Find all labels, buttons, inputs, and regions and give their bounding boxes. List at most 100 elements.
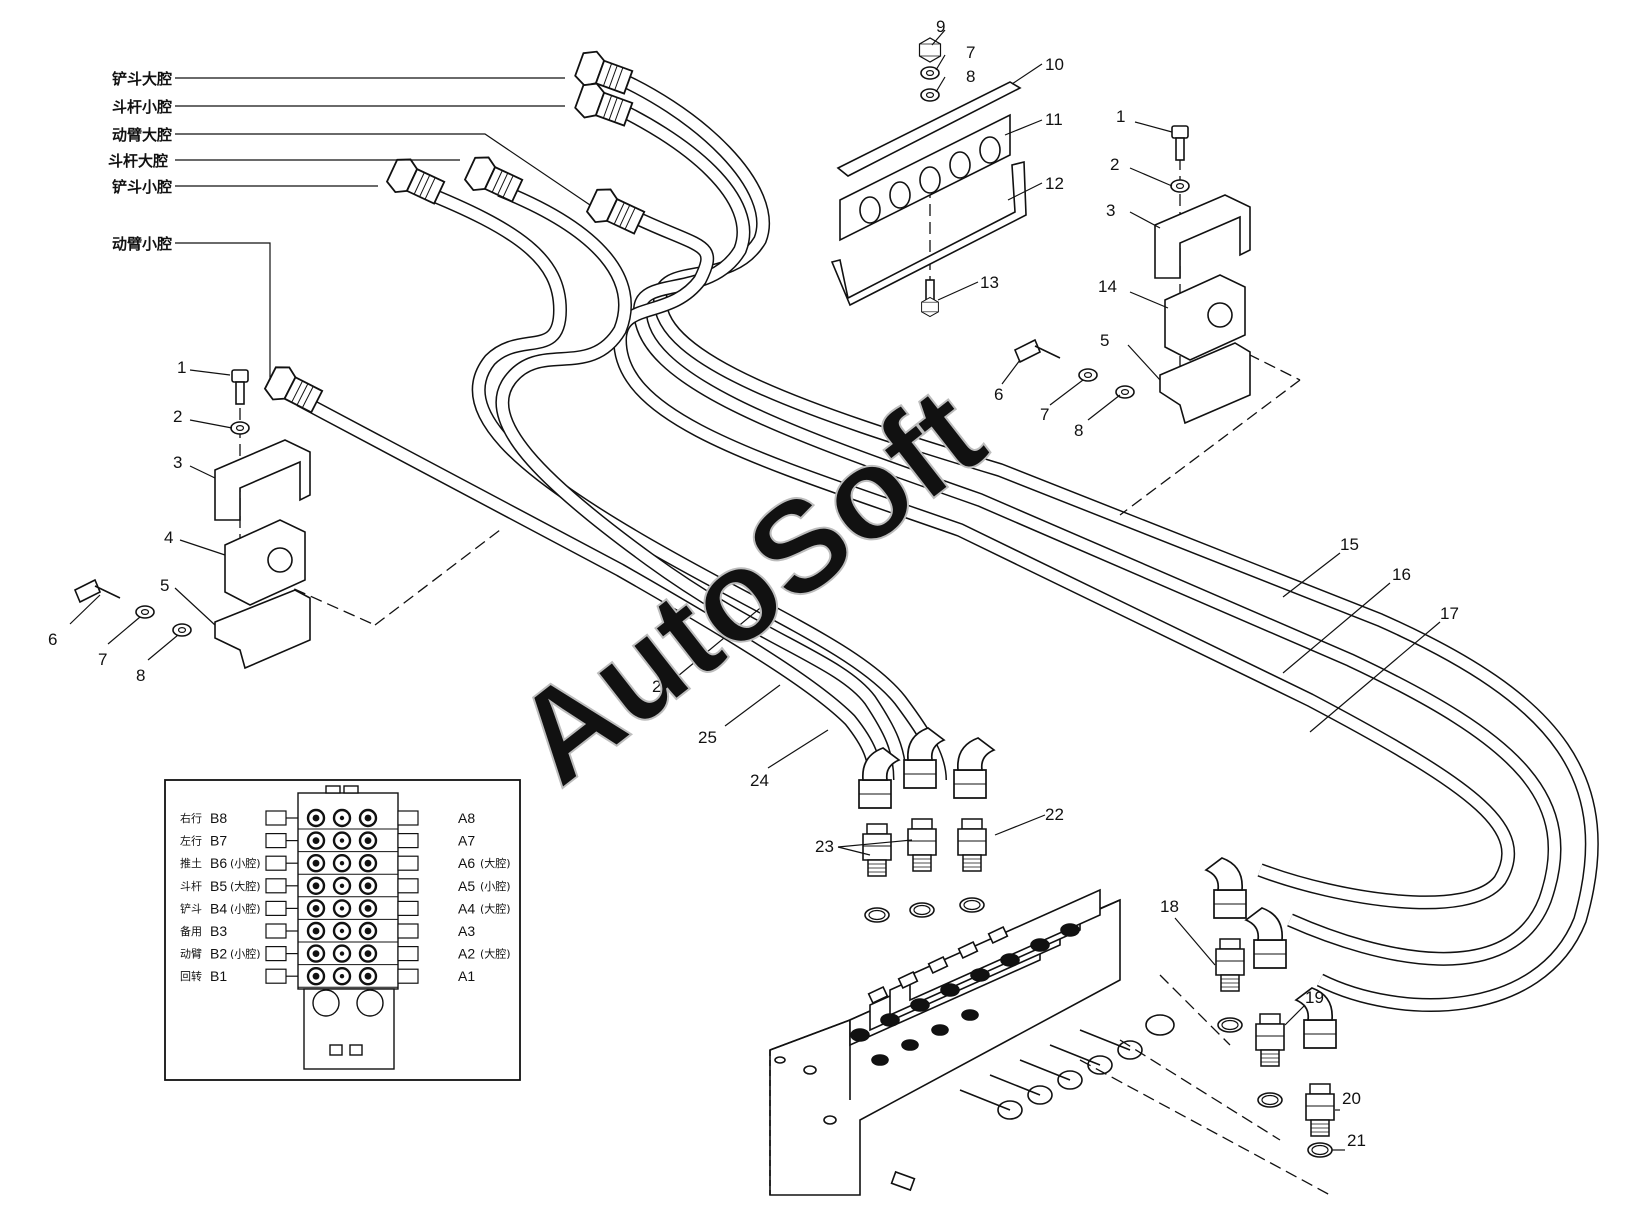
inset-func-label: 动臂 [180,948,202,961]
inset-spool-core [339,861,345,866]
hose-labels: 铲斗大腔 斗杆小腔 动臂大腔 斗杆大腔 铲斗小腔 动臂小腔 [108,70,172,253]
inset-port-a-note: (大腔) [480,856,511,870]
inset-port-b: B4 [210,900,227,916]
bracket-3-right [1154,194,1251,279]
inset-right-fitting [397,923,419,939]
inset-port-b-note: (小腔) [230,856,261,870]
washer-2-right [1170,179,1190,193]
inset-spool-core [312,972,320,980]
callout-24: 24 [750,771,769,790]
inset-func-label: 备用 [180,924,202,938]
inset-right-fitting [397,855,419,871]
inset-port-a-note: (大腔) [480,947,511,961]
clamp-14 [1164,274,1246,361]
inset-func-label: 左行 [180,835,202,848]
inset-port-a: A2 [458,946,475,962]
inset-spool-core [364,882,372,890]
callout-20: 20 [1342,1089,1361,1108]
callout-19: 19 [1305,988,1324,1007]
inset-func-label: 推土 [180,856,202,870]
callout-23: 23 [815,837,834,856]
hose-24-group [296,393,882,781]
inset-port-b: B1 [210,968,227,984]
inset-port-a: A4 [458,900,475,916]
valve-spools [959,1014,1175,1120]
inset-port-a-note: (小腔) [480,879,511,893]
bolt-1-left [231,369,249,405]
callout-13: 13 [980,273,999,292]
cover-plate-10 [836,81,1022,177]
callout-2-right: 2 [1110,155,1119,174]
washer-7-right [1078,368,1098,382]
hose-17-group [612,203,1516,910]
washer-8-left [172,623,192,637]
inset-func-label: 斗杆 [180,879,202,893]
washer-2-left [230,421,250,435]
label-boom-small: 动臂小腔 [112,235,172,253]
inset-port-a-note: (大腔) [480,901,511,915]
inset-spool-core [364,837,372,844]
inset-port-a: A3 [458,923,475,939]
inset-spool-core [312,950,320,957]
inset-port-b: B2 [210,946,227,962]
hose-26-group [417,183,947,781]
callout-26: 26 [652,677,671,696]
inset-port-a: A1 [458,968,475,984]
inset-func-label: 右行 [180,811,202,825]
callout-7-right: 7 [1040,405,1049,424]
inset-right-fitting [397,945,419,962]
inset-port-b: B3 [210,923,227,939]
callout-8-right: 8 [1074,421,1083,440]
inset-spool-core [312,927,320,935]
left-bracket-assembly [73,369,311,670]
inset-spool-core [339,838,345,843]
callout-1-right: 1 [1116,107,1125,126]
inset-spool-core [312,905,320,912]
callout-4-left: 4 [164,528,173,547]
inset-right-fitting [397,968,419,984]
inset-left-fitting [265,900,287,917]
callout-5-left: 5 [160,576,169,595]
hose-15-group [597,63,1599,1012]
callout-7-top: 7 [966,43,975,62]
callout-12: 12 [1045,174,1064,193]
inset-right-fitting [397,900,419,917]
callout-8-left: 8 [136,666,145,685]
inset-spool-core [339,951,345,956]
callout-6-right: 6 [994,385,1003,404]
control-valve-block [769,888,1175,1196]
callout-22: 22 [1045,805,1064,824]
inset-port-b-note: (小腔) [230,901,261,915]
right-bracket-assembly [1013,125,1251,425]
plate-5-right [1159,342,1251,425]
callout-18: 18 [1160,897,1179,916]
inset-port-b-note: (大腔) [230,879,261,893]
bracket-3-left [214,439,311,521]
inset-spool-core [339,883,345,888]
callout-6-left: 6 [48,630,57,649]
inset-spool-core [364,905,372,912]
bolt-1-right [1171,125,1189,161]
callout-7-left: 7 [98,650,107,669]
callout-3-right: 3 [1106,201,1115,220]
callout-11: 11 [1045,110,1063,129]
callout-8-top: 8 [966,67,975,86]
bolt-13 [921,279,939,318]
callout-21: 21 [1347,1131,1366,1150]
inset-left-fitting [265,923,287,939]
callout-numbers: 1 2 3 4 5 6 7 8 9 7 8 10 11 12 13 1 2 3 … [48,17,1459,1150]
inset-port-b: B8 [210,810,227,826]
inset-left-fitting [265,855,287,871]
callout-14: 14 [1098,277,1117,296]
inset-port-b: B7 [210,833,227,849]
inset-spool-core [364,859,372,867]
inset-spool-core [364,950,372,957]
hoses [296,63,1599,1012]
inset-left-fitting [265,810,287,826]
inset-spool-core [364,972,372,980]
bolt-6-left [73,578,121,604]
callout-3-left: 3 [173,453,182,472]
inset-right-fitting [397,810,419,826]
inset-left-fitting [265,968,287,984]
